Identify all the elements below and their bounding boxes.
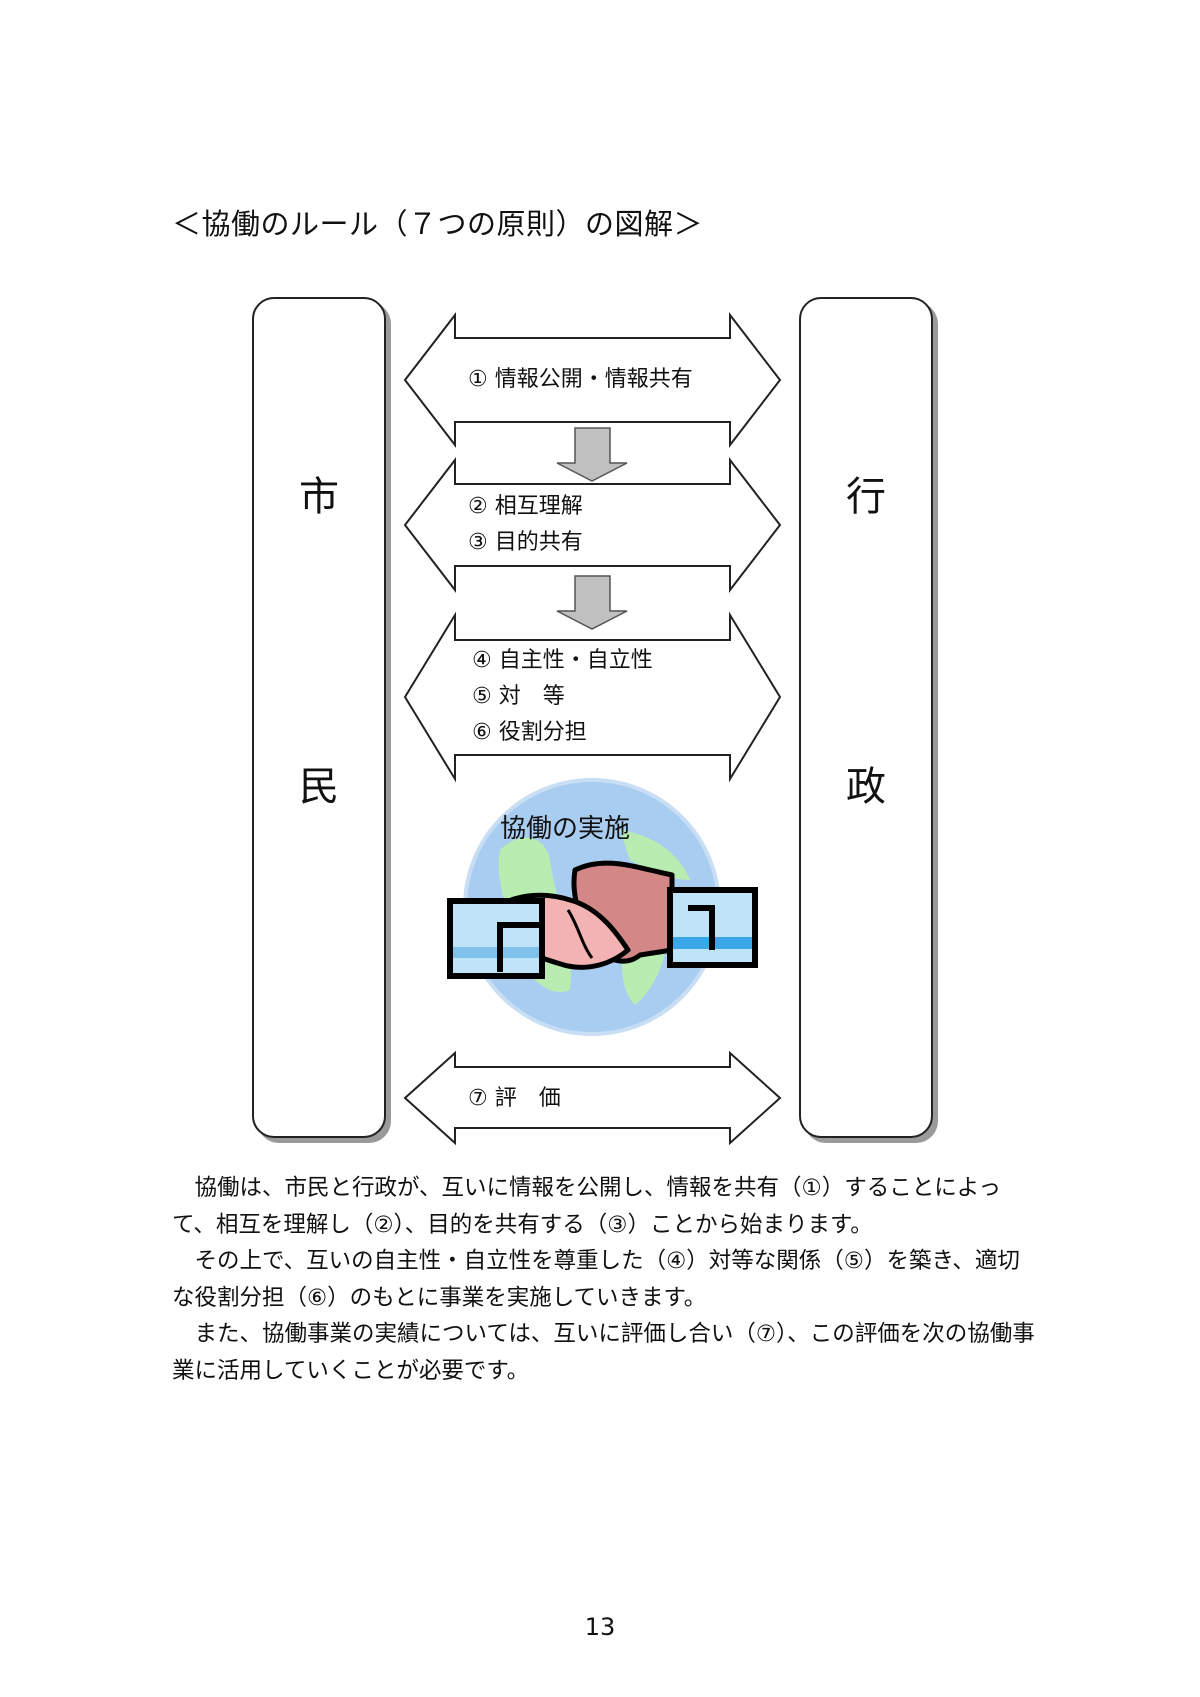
principle-2: ② 相互理解 <box>468 489 583 525</box>
principle-5: ⑤ 対 等 <box>472 679 653 715</box>
principle-4: ④ 自主性・自立性 <box>472 643 653 679</box>
explanation-paragraph-1: 協働は、市民と行政が、互いに情報を公開し、情報を共有（①）することによって、相互… <box>172 1170 1042 1243</box>
principle-6: ⑥ 役割分担 <box>472 715 653 751</box>
arrow-label-4: ⑦ 評 価 <box>468 1081 561 1117</box>
principle-1: ① 情報公開・情報共有 <box>468 362 693 398</box>
left-sleeve <box>450 901 542 976</box>
explanation-text: 協働は、市民と行政が、互いに情報を公開し、情報を共有（①）することによって、相互… <box>172 1170 1042 1389</box>
principle-3: ③ 目的共有 <box>468 525 583 561</box>
explanation-paragraph-2: その上で、互いの自主性・自立性を尊重した（④）対等な関係（⑤）を築き、適切な役割… <box>172 1243 1042 1316</box>
implementation-caption: 協働の実施 <box>500 808 630 845</box>
down-arrow-2 <box>557 576 627 629</box>
arrow-label-2: ② 相互理解 ③ 目的共有 <box>468 489 583 561</box>
principle-7: ⑦ 評 価 <box>468 1081 561 1117</box>
down-arrow-1 <box>557 428 627 481</box>
arrow-label-1: ① 情報公開・情報共有 <box>468 362 693 398</box>
double-arrow-4 <box>405 1053 780 1143</box>
page-number: 13 <box>0 1613 1200 1641</box>
arrow-label-3: ④ 自主性・自立性 ⑤ 対 等 ⑥ 役割分担 <box>472 643 653 751</box>
explanation-paragraph-3: また、協働事業の実績については、互いに評価し合い（⑦）、この評価を次の協働事業に… <box>172 1316 1042 1389</box>
